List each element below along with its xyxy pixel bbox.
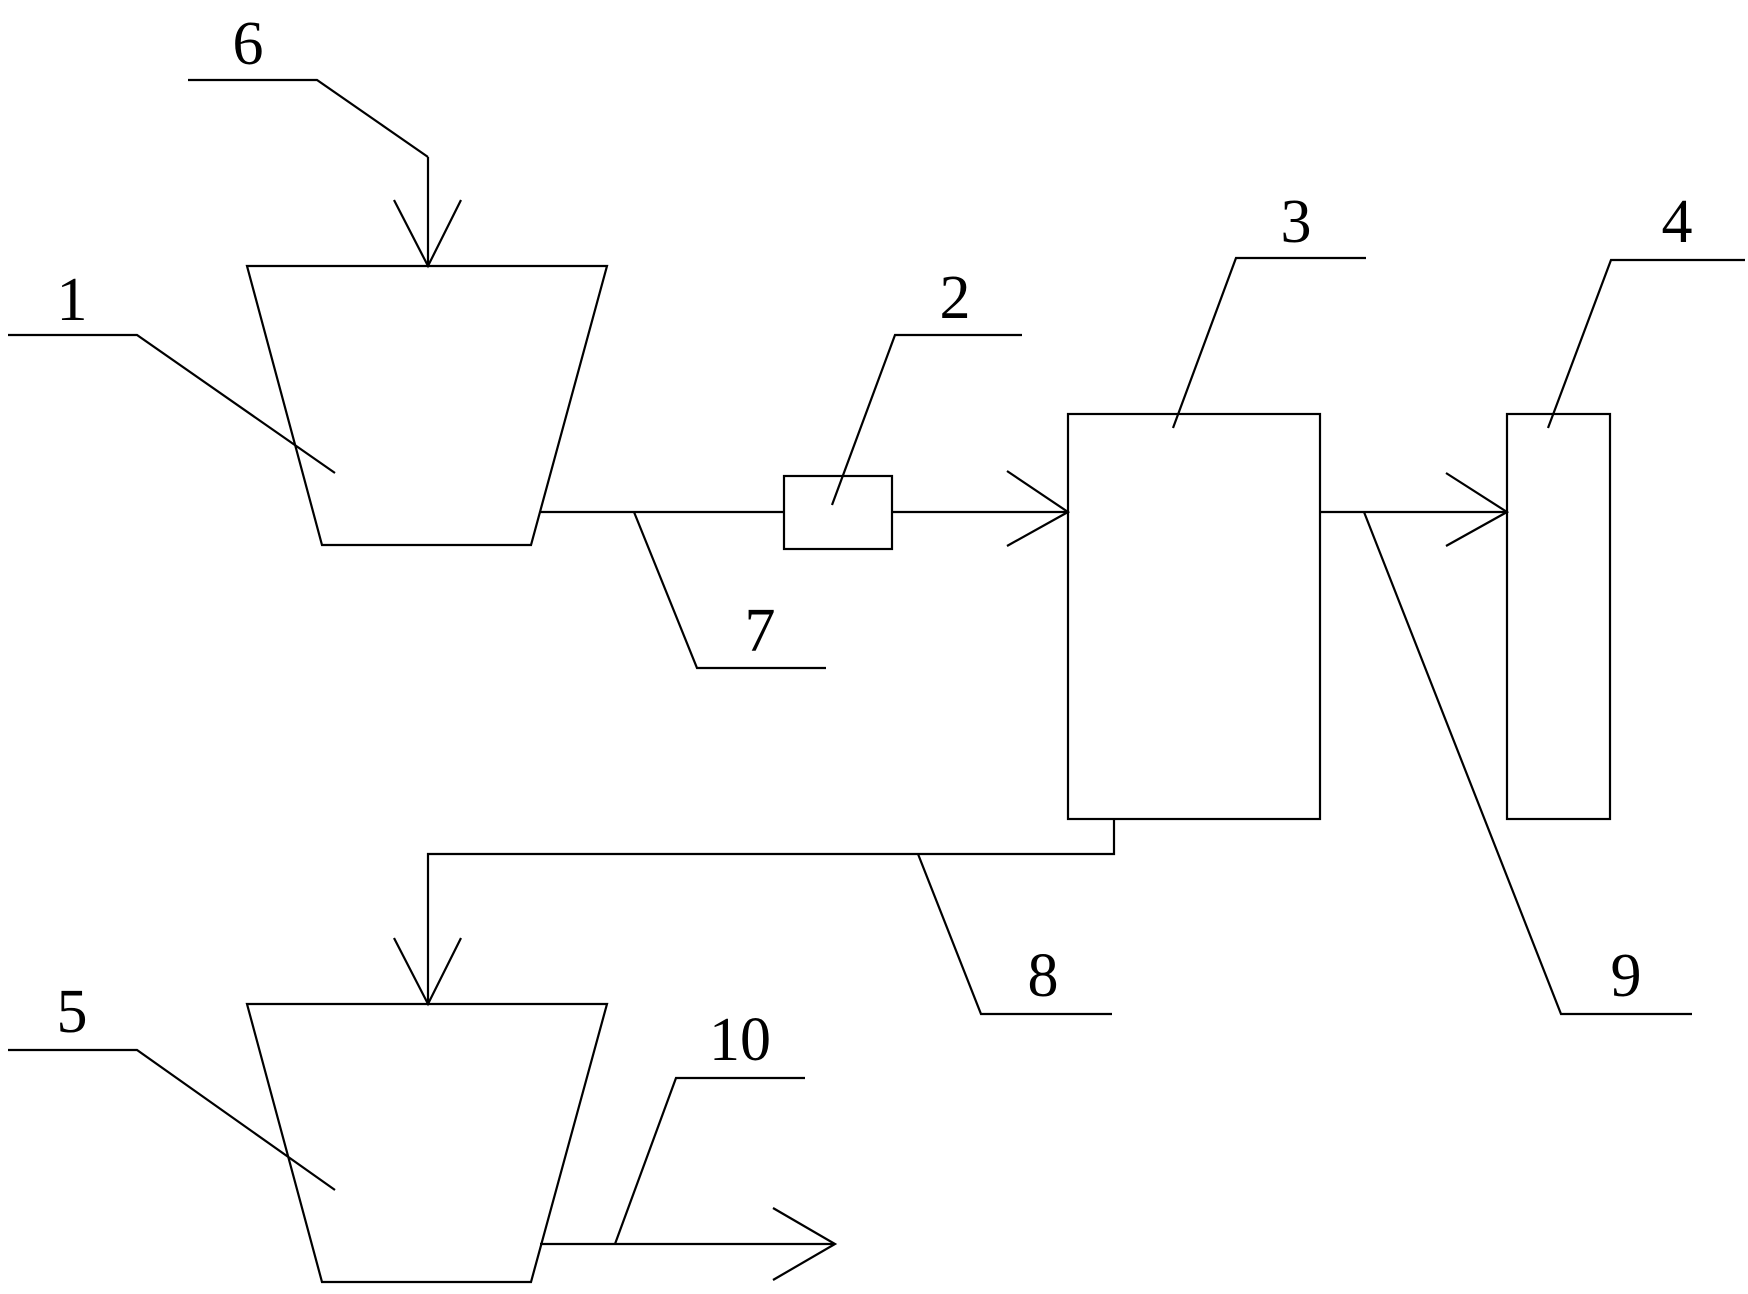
unit-3 [1066, 412, 1322, 821]
label-6: 6 [233, 10, 264, 78]
tank-1 [245, 264, 609, 547]
label-1: 1 [57, 266, 88, 334]
leader-2 [830, 333, 1022, 506]
pipe-8 [426, 819, 1116, 1004]
leader-4 [1546, 258, 1745, 429]
label-9: 9 [1611, 942, 1642, 1010]
arrow-head-outlet [772, 1207, 838, 1281]
arrow-head-to-5 [393, 937, 462, 1007]
label-2: 2 [940, 264, 971, 332]
leader-7 [632, 511, 826, 670]
leader-1 [8, 333, 336, 474]
arrow-head-to-3 [1006, 470, 1071, 547]
leader-6 [188, 78, 429, 158]
leader-8 [916, 853, 1112, 1016]
unit-4 [1505, 412, 1612, 821]
leader-10 [613, 1076, 805, 1245]
leader-5 [8, 1048, 336, 1191]
arrow-head-to-4 [1445, 472, 1510, 547]
tank-5 [245, 1002, 609, 1284]
label-4: 4 [1662, 188, 1693, 256]
label-7: 7 [745, 597, 776, 665]
label-8: 8 [1028, 942, 1059, 1010]
label-10: 10 [709, 1006, 771, 1074]
label-3: 3 [1281, 188, 1312, 256]
leader-3 [1171, 256, 1366, 429]
label-5: 5 [57, 978, 88, 1046]
arrow-head-6 [393, 199, 462, 269]
leader-9 [1362, 511, 1692, 1016]
